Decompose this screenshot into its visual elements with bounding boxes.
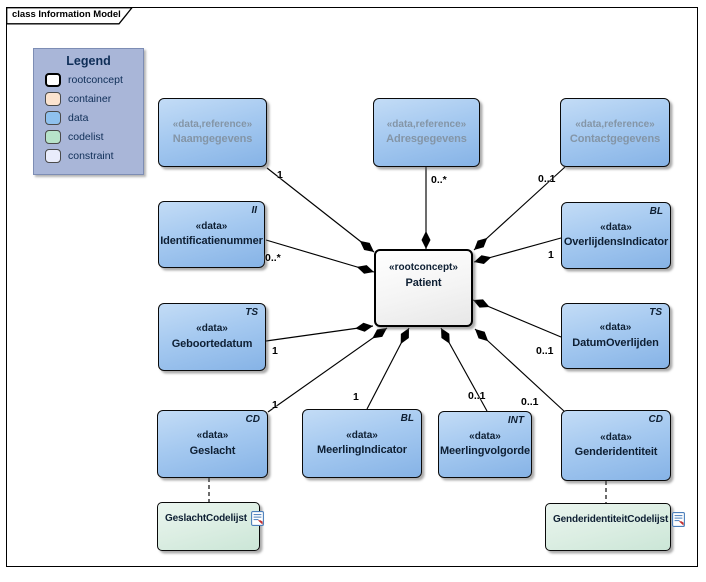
diagram-title: class Information Model	[12, 9, 121, 20]
type-annotation: BL	[400, 413, 414, 424]
type-annotation: TS	[245, 307, 258, 318]
container-swatch	[45, 91, 61, 106]
multiplicity-label: 0..1	[468, 390, 486, 402]
type-annotation: CD	[648, 414, 663, 425]
legend-item-data: data	[45, 110, 143, 125]
multiplicity-label: 0..*	[265, 252, 281, 264]
class-datumoverlijden[interactable]: TS «data» DatumOverlijden	[561, 303, 670, 369]
diagram-tab	[6, 7, 134, 25]
rootconcept-swatch	[45, 72, 61, 87]
connector-meerlingindicator-patient[interactable]	[366, 327, 410, 410]
multiplicity-label: 0..*	[431, 174, 447, 186]
multiplicity-label: 0..1	[538, 173, 556, 185]
connector-overlijdensindicator-patient[interactable]	[473, 237, 562, 264]
connector-geboortedatum-patient[interactable]	[265, 322, 374, 342]
multiplicity-label: 1	[548, 249, 554, 261]
data-swatch	[45, 110, 61, 125]
multiplicity-label: 0..1	[521, 396, 539, 408]
type-annotation: BL	[649, 206, 663, 217]
class-meerlingindicator[interactable]: BL «data» MeerlingIndicator	[302, 409, 422, 478]
class-contactgegevens[interactable]: «data,reference» Contactgegevens	[560, 98, 670, 167]
codelist-swatch	[45, 129, 61, 144]
diagram-frame	[6, 7, 698, 567]
multiplicity-label: 1	[277, 169, 283, 181]
multiplicity-label: 1	[353, 391, 359, 403]
class-patient[interactable]: «rootconcept» Patient	[374, 249, 473, 327]
connector-contactgegevens-patient[interactable]	[473, 166, 566, 251]
type-annotation: CD	[245, 414, 260, 425]
legend-title: Legend	[66, 54, 111, 68]
multiplicity-label: 0..1	[536, 345, 554, 357]
class-genderidentiteit[interactable]: CD «data» Genderidentiteit	[561, 410, 671, 481]
type-annotation: INT	[507, 415, 524, 426]
codelist-geslachtcodelijst[interactable]: GeslachtCodelijst	[157, 502, 264, 551]
connector-datumoverlijden-patient[interactable]	[472, 299, 562, 338]
class-geboortedatum[interactable]: TS «data» Geboortedatum	[158, 303, 266, 371]
class-naamgegevens[interactable]: «data,reference» Naamgegevens	[158, 98, 267, 167]
legend-item-rootconcept: rootconcept	[45, 72, 143, 87]
legend-item-constraint: constraint	[45, 148, 143, 163]
multiplicity-label: 1	[272, 345, 278, 357]
connector-identificatienummer-patient[interactable]	[265, 239, 375, 274]
legend-item-container: container	[45, 91, 143, 106]
connector-genderidentiteit-patient[interactable]	[474, 328, 566, 413]
type-annotation: TS	[649, 307, 662, 318]
type-annotation: II	[251, 205, 257, 216]
class-identificatienummer[interactable]: II «data» Identificatienummer	[158, 201, 265, 268]
constraint-swatch	[45, 148, 61, 163]
connector-geslacht-patient[interactable]	[267, 327, 388, 413]
legend: Legend rootconcept container data codeli…	[33, 48, 144, 175]
multiplicity-label: 1	[272, 399, 278, 411]
class-adresgegevens[interactable]: «data,reference» Adresgegevens	[373, 98, 480, 167]
class-overlijdensindicator[interactable]: BL «data» OverlijdensIndicator	[561, 202, 671, 269]
codelist-document-icon	[672, 512, 686, 527]
legend-item-codelist: codelist	[45, 129, 143, 144]
connector-naamgegevens-patient[interactable]	[266, 167, 375, 253]
codelist-document-icon	[250, 511, 264, 526]
class-geslacht[interactable]: CD «data» Geslacht	[157, 410, 268, 478]
class-meerlingvolgorde[interactable]: INT «data» Meerlingvolgorde	[438, 411, 532, 478]
connector-meerlingvolgorde-patient[interactable]	[440, 327, 488, 412]
codelist-genderidentiteitcodelijst[interactable]: GenderidentiteitCodelijst	[545, 503, 686, 551]
